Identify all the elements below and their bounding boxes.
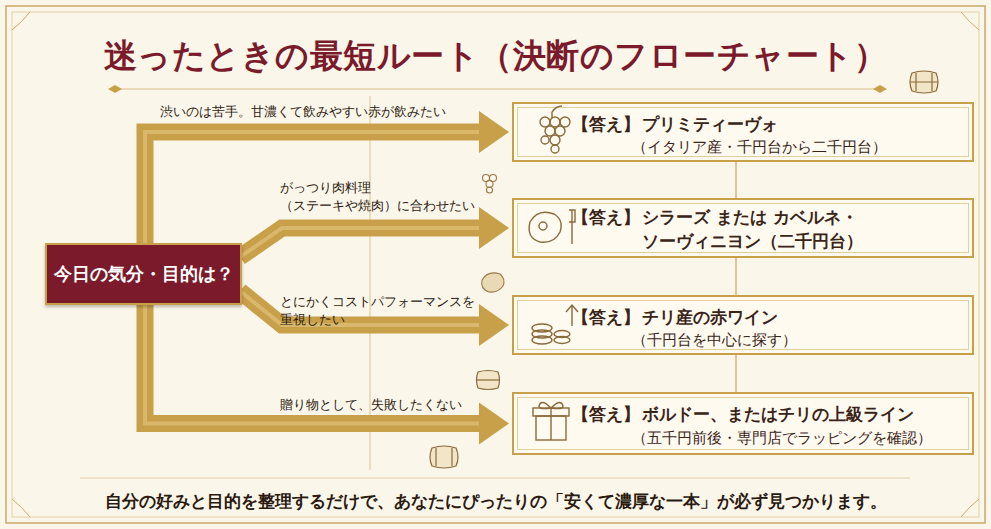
flow-arrow bbox=[145, 303, 509, 445]
answer-detail: （イタリア産・千円台から二千円台） bbox=[632, 137, 962, 157]
answer-box: 【答え】シラーズ または カベルネ・ソーヴィニヨン（二千円台） bbox=[512, 198, 974, 258]
arrow-band bbox=[145, 303, 479, 424]
arrow-highlight bbox=[240, 228, 479, 257]
guide-line bbox=[735, 160, 736, 395]
arrow-head bbox=[479, 207, 509, 249]
arrow-band bbox=[145, 132, 479, 245]
answer-box: 【答え】チリ産の赤ワイン（千円台を中心に探す） bbox=[512, 295, 974, 355]
gift-icon bbox=[533, 402, 569, 440]
arrow-highlight bbox=[145, 132, 479, 245]
answer-text: プリミティーヴォ bbox=[642, 112, 962, 136]
rule-ornament bbox=[108, 85, 887, 93]
start-box: 今日の気分・目的は？ bbox=[45, 243, 242, 305]
answer-text: ボルドー、またはチリの上級ライン bbox=[642, 402, 972, 426]
answer-box: 【答え】ボルドー、またはチリの上級ライン（五千円前後・専門店でラッピングを確認） bbox=[512, 392, 974, 455]
answer-text: シラーズ または カベルネ・ソーヴィニヨン（二千円台） bbox=[642, 205, 960, 253]
answer-text: チリ産の赤ワイン bbox=[642, 305, 962, 329]
answer-detail: （千円台を中心に探す） bbox=[632, 330, 962, 350]
flow-arrow bbox=[145, 111, 509, 245]
steak-icon bbox=[529, 210, 575, 244]
edge-label: がっつり肉料理 （ステーキや焼肉）に合わせたい bbox=[280, 179, 492, 215]
outer-border bbox=[6, 6, 985, 523]
flow-arrow bbox=[240, 291, 509, 346]
answer-tag: 【答え】 bbox=[572, 306, 640, 328]
flow-arrow bbox=[240, 207, 509, 257]
edge-label: とにかくコストパフォーマンスを 重視したい bbox=[280, 293, 492, 329]
diagram-title: 迷ったときの最短ルート（決断のフローチャート） bbox=[0, 34, 991, 79]
title-rule bbox=[115, 89, 880, 90]
corner-flourish bbox=[12, 12, 979, 517]
inner-border bbox=[12, 12, 979, 517]
arrow-head bbox=[479, 403, 509, 445]
steak-ornament bbox=[482, 273, 504, 292]
grapes-ornament bbox=[483, 175, 497, 194]
arrow-head bbox=[479, 111, 509, 153]
arrow-band bbox=[240, 228, 479, 257]
answer-tag: 【答え】 bbox=[572, 403, 640, 425]
answer-tag: 【答え】 bbox=[572, 113, 640, 135]
edge-label: 渋いのは苦手。甘濃くて飲みやすい赤が飲みたい bbox=[160, 103, 500, 121]
answer-tag: 【答え】 bbox=[572, 206, 640, 228]
arrow-highlight bbox=[240, 291, 479, 325]
caption-rule bbox=[80, 478, 910, 479]
arrow-head bbox=[479, 304, 509, 346]
diagram-caption: 自分の好みと目的を整理するだけで、あなたにぴったりの「安くて濃厚な一本」が必ず見… bbox=[0, 490, 991, 513]
arrow-band bbox=[240, 291, 479, 325]
guide-line bbox=[370, 96, 371, 470]
answer-box: 【答え】プリミティーヴォ（イタリア産・千円台から二千円台） bbox=[512, 102, 974, 162]
grapes-icon bbox=[540, 106, 570, 153]
start-text: 今日の気分・目的は？ bbox=[54, 262, 234, 286]
arrow-highlight bbox=[145, 303, 479, 424]
barrel-icon bbox=[430, 71, 938, 468]
coins-icon bbox=[532, 305, 578, 344]
answer-detail: （五千円前後・専門店でラッピングを確認） bbox=[632, 428, 972, 448]
